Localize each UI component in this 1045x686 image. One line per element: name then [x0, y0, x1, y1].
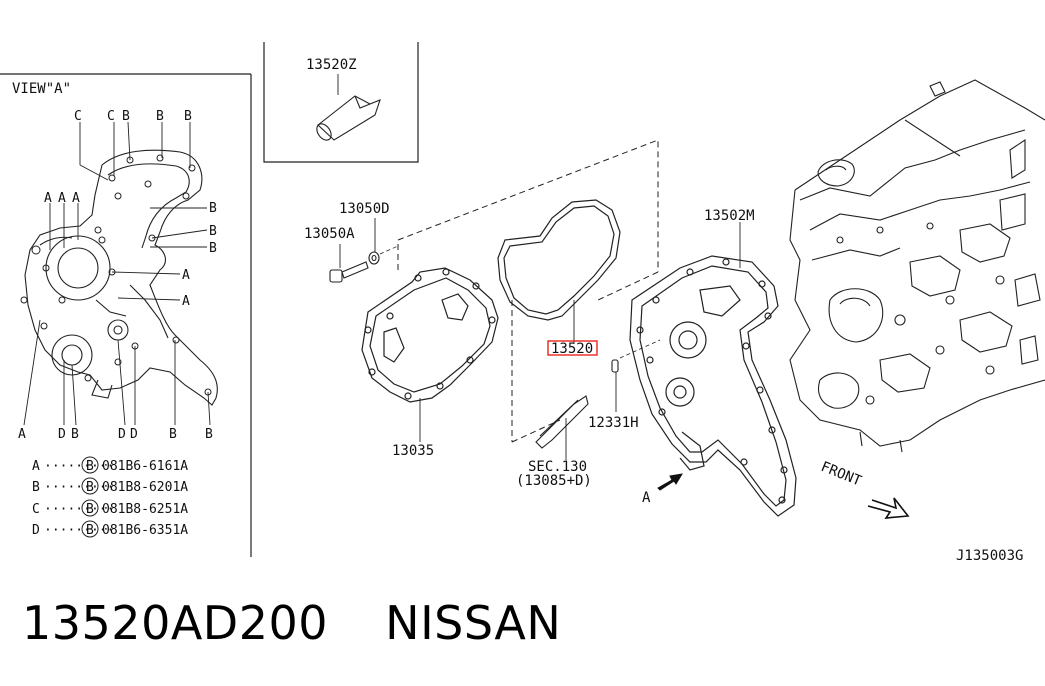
- sealant-box: 13520Z: [263, 42, 419, 163]
- bolt-d-label: 13050D: [339, 201, 390, 217]
- assembly-outline: [397, 139, 659, 443]
- inset-callout-b2: B: [156, 109, 164, 124]
- front-arrow-icon: [867, 497, 910, 519]
- inset-callout-rb3: B: [209, 241, 217, 256]
- inset-callout-a2: A: [58, 191, 66, 206]
- sec-sub-label: (13085+D): [516, 473, 592, 489]
- legend-key: C: [32, 502, 40, 517]
- sealant-part-label: 13520Z: [306, 57, 357, 73]
- inset-callout-a3: A: [72, 191, 80, 206]
- legend-key: B: [32, 480, 40, 495]
- bolt-icon: [329, 261, 369, 283]
- legend-mark: B: [86, 480, 94, 495]
- inset-callout-b3: B: [184, 109, 192, 124]
- legend-row-b: B ········· B 081B8-6201A: [32, 477, 188, 495]
- inset-callout-rb1: B: [209, 201, 217, 216]
- inset-view-title: VIEW"A": [12, 81, 71, 97]
- legend-mark: B: [86, 459, 94, 474]
- pin-label: 12331H: [588, 415, 639, 431]
- rear-cover-13502m: [629, 255, 797, 517]
- inset-callout-rb2: B: [209, 224, 217, 239]
- inset-leader-lines: [23, 121, 211, 426]
- legend-row-d: D ········· B 081B6-6351A: [32, 520, 188, 538]
- part-number: 13520AD200: [22, 596, 329, 650]
- legend-code: 081B8-6251A: [102, 502, 188, 517]
- inset-callout-ba: A: [18, 427, 26, 442]
- bolt-a-label: 13050A: [304, 226, 355, 242]
- inset-callout-bd2: D: [118, 427, 126, 442]
- inset-callout-c2: C: [107, 109, 115, 124]
- legend-key: A: [32, 459, 40, 474]
- front-cover-label: 13035: [392, 443, 434, 459]
- front-label: FRONT: [819, 459, 865, 490]
- inset-callout-bb3: B: [205, 427, 213, 442]
- legend-dots: ·········: [44, 480, 114, 495]
- inset-legend: A ········· B 081B6-6161A B ········· B …: [32, 456, 188, 538]
- inset-callout-bd1: D: [58, 427, 66, 442]
- legend-mark: B: [86, 523, 94, 538]
- inset-callout-bb1: B: [71, 427, 79, 442]
- inset-callout-bb2: B: [169, 427, 177, 442]
- sealant-tube-icon: [316, 95, 381, 141]
- inset-callout-a1: A: [44, 191, 52, 206]
- inset-callout-ra2: A: [182, 294, 190, 309]
- rear-cover-label: 13502M: [704, 208, 755, 224]
- engine-block-drawing: [789, 79, 1045, 453]
- bolts-group: 13050D 13050A: [304, 201, 399, 283]
- legend-code: 081B8-6201A: [102, 480, 188, 495]
- inset-callout-ra1: A: [182, 268, 190, 283]
- part-caption: 13520AD200 NISSAN: [22, 596, 561, 650]
- legend-row-c: C ········· B 081B8-6251A: [32, 499, 188, 517]
- sec-label: SEC.130: [528, 459, 587, 475]
- inset-callout-b1: B: [122, 109, 130, 124]
- legend-dots: ·········: [44, 502, 114, 517]
- inset-callout-bd3: D: [130, 427, 138, 442]
- front-cover-13035: [361, 267, 499, 403]
- inset-view-panel: VIEW"A": [0, 73, 252, 557]
- gasket-highlight-box: [547, 340, 598, 356]
- legend-row-a: A ········· B 081B6-6161A: [32, 456, 188, 474]
- legend-code: 081B6-6351A: [102, 523, 188, 538]
- diagram-code: J135003G: [956, 548, 1023, 564]
- washer-icon: [368, 251, 380, 265]
- legend-dots: ·········: [44, 459, 114, 474]
- legend-dots: ·········: [44, 523, 114, 538]
- legend-key: D: [32, 523, 40, 538]
- legend-mark: B: [86, 502, 94, 517]
- brand-name: NISSAN: [385, 596, 562, 650]
- timing-guide-part: [535, 395, 589, 449]
- view-arrow-label: A: [642, 490, 651, 506]
- view-a-arrow-icon: [657, 473, 683, 491]
- gasket-label: 13520: [551, 341, 593, 357]
- inset-bolt-holes: [20, 154, 212, 396]
- dowel-pin-icon: [611, 359, 619, 373]
- inset-callout-c1: C: [74, 109, 82, 124]
- gasket-13520: [497, 199, 621, 321]
- legend-code: 081B6-6161A: [102, 459, 188, 474]
